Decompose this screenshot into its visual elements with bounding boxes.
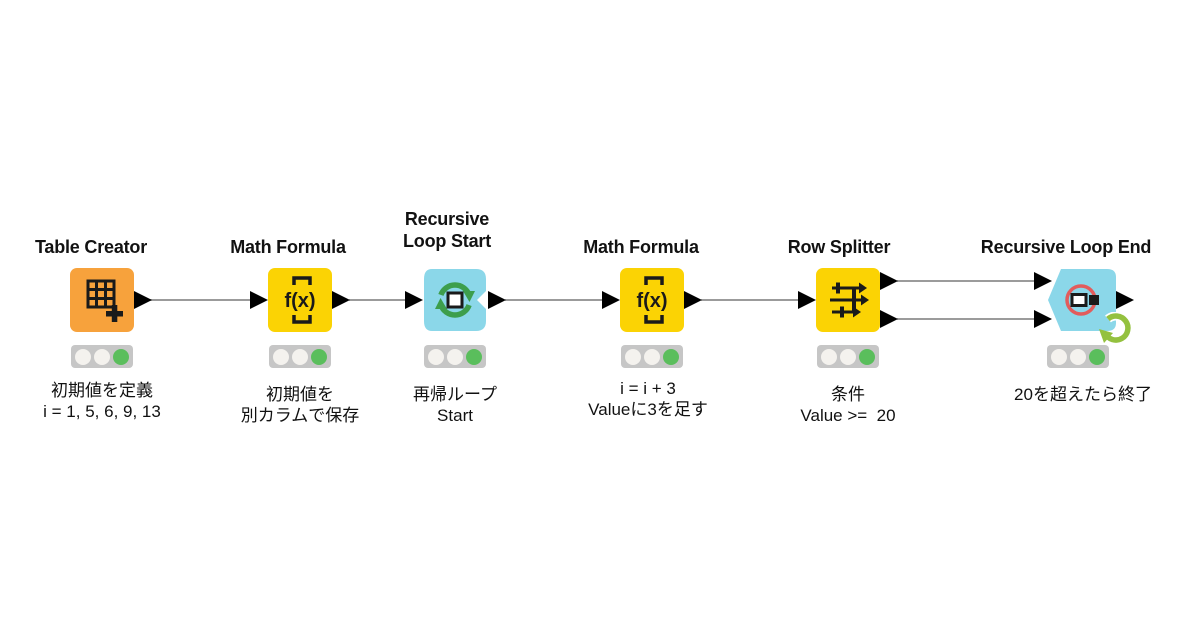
recursive-loop-start-icon <box>435 282 475 318</box>
node-annotation: i = i + 3 Valueに3を足す <box>588 379 708 419</box>
input-port[interactable] <box>405 291 423 309</box>
status-light-off <box>292 348 308 365</box>
status-light-on <box>113 348 129 365</box>
node-math-formula[interactable]: f(x) <box>268 268 332 332</box>
row-splitter-icon <box>830 282 869 318</box>
status-light-off <box>447 348 463 365</box>
status-light-off <box>428 348 444 365</box>
output-port[interactable] <box>332 291 350 309</box>
output-port[interactable] <box>880 310 898 328</box>
node-annotation: 条件 Value >= 20 <box>800 385 896 425</box>
loop-start-body[interactable] <box>423 268 487 332</box>
node-table-creator[interactable] <box>70 268 134 332</box>
input-port[interactable] <box>798 291 816 309</box>
loop-end-body[interactable] <box>1044 268 1118 332</box>
status-light-off <box>273 348 289 365</box>
traffic-light <box>621 345 683 368</box>
table-plus-icon <box>86 279 123 322</box>
loopback-arrow-icon <box>1099 312 1133 345</box>
node-annotation: 20を超えたら終了 <box>1014 385 1152 404</box>
status-light-on <box>663 348 679 365</box>
traffic-light <box>269 345 331 368</box>
input-port[interactable] <box>1034 310 1052 328</box>
node-row-splitter[interactable] <box>816 268 880 332</box>
status-light-off <box>1070 348 1086 365</box>
node-title: Recursive Loop Start <box>403 209 491 251</box>
traffic-light <box>1047 345 1109 368</box>
status-light-off <box>644 348 660 365</box>
svg-text:f(x): f(x) <box>284 290 315 312</box>
status-light-on <box>1089 348 1105 365</box>
status-light-off <box>1051 348 1067 365</box>
output-port[interactable] <box>684 291 702 309</box>
output-port[interactable] <box>134 291 152 309</box>
status-light-off <box>75 348 91 365</box>
output-port[interactable] <box>880 272 898 290</box>
node-recursive-loop-end[interactable] <box>1044 268 1118 332</box>
status-light-on <box>311 348 327 365</box>
fx-icon: f(x) <box>636 276 668 324</box>
traffic-light <box>817 345 879 368</box>
output-port[interactable] <box>488 291 506 309</box>
input-port[interactable] <box>1034 272 1052 290</box>
node-title: Table Creator <box>34 237 148 257</box>
svg-text:f(x): f(x) <box>636 290 667 312</box>
input-port[interactable] <box>602 291 620 309</box>
node-annotation: 再帰ループ Start <box>413 385 497 425</box>
node-annotation: 初期値を定義 i = 1, 5, 6, 9, 13 <box>43 381 161 421</box>
status-light-on <box>466 348 482 365</box>
status-light-on <box>859 348 875 365</box>
node-title: Math Formula <box>583 237 699 257</box>
node-title: Row Splitter <box>787 237 891 257</box>
status-light-off <box>821 348 837 365</box>
node-recursive-loop-start[interactable] <box>423 268 487 332</box>
status-light-off <box>840 348 856 365</box>
status-light-off <box>94 348 110 365</box>
output-port[interactable] <box>1116 291 1134 309</box>
traffic-light <box>71 345 133 368</box>
status-light-off <box>625 348 641 365</box>
recursive-loop-end-icon <box>1065 284 1099 316</box>
node-math-formula[interactable]: f(x) <box>620 268 684 332</box>
traffic-light <box>424 345 486 368</box>
input-port[interactable] <box>250 291 268 309</box>
node-title: Math Formula <box>230 237 346 257</box>
node-annotation: 初期値を 別カラムで保存 <box>240 385 360 425</box>
fx-icon: f(x) <box>284 276 316 324</box>
node-title: Recursive Loop End <box>980 237 1152 257</box>
